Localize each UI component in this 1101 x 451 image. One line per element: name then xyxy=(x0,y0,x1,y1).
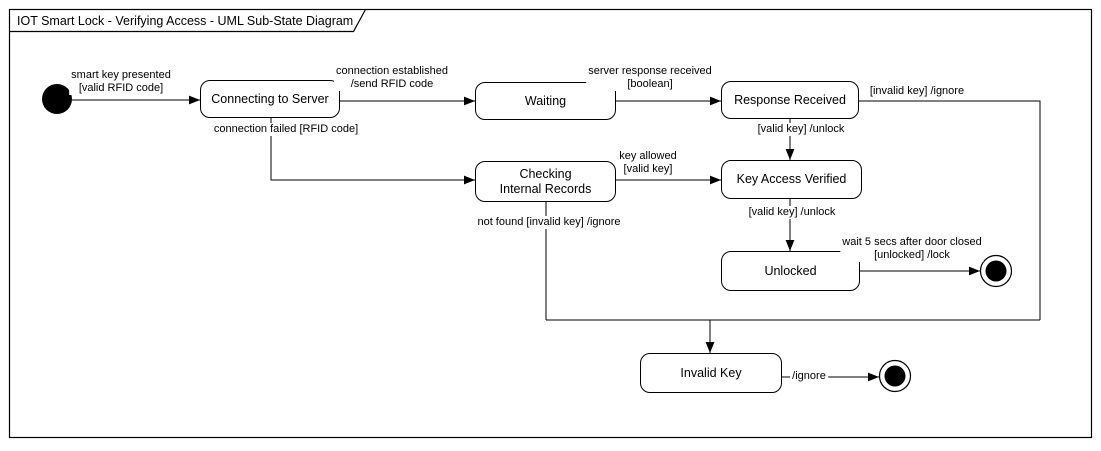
label-connection-established: connection established /send RFID code xyxy=(334,65,450,91)
final-state-icon-invalid-key[interactable] xyxy=(878,359,912,393)
label-key-allowed: key allowed [valid key] xyxy=(617,150,679,176)
state-response-received[interactable]: Response Received xyxy=(721,81,859,119)
label-smart-key-presented: smart key presented [valid RFID code] xyxy=(69,69,173,95)
state-label: Waiting xyxy=(524,93,567,108)
state-checking-internal-records[interactable]: Checking Internal Records xyxy=(475,161,616,202)
label-wait-5-secs: wait 5 secs after door closed [unlocked]… xyxy=(840,236,984,262)
final-state-icon-unlocked[interactable] xyxy=(979,254,1013,288)
state-label: Unlocked xyxy=(764,263,817,278)
diagram-frame xyxy=(8,8,1093,439)
initial-state-icon[interactable] xyxy=(42,84,72,114)
state-unlocked[interactable]: Unlocked xyxy=(721,251,860,291)
state-connecting-to-server[interactable]: Connecting to Server xyxy=(200,80,340,118)
label-server-response-received: server response received [boolean] xyxy=(586,65,714,91)
state-invalid-key[interactable]: Invalid Key xyxy=(640,353,782,393)
state-label: Response Received xyxy=(734,92,846,107)
label-connection-failed: connection failed [RFID code] xyxy=(211,123,361,136)
label-not-found-ignore: not found [invalid key] /ignore xyxy=(475,216,623,229)
state-label: Checking Internal Records xyxy=(499,166,592,196)
label-ignore: /ignore xyxy=(790,370,828,383)
state-label: Key Access Verified xyxy=(736,172,847,186)
state-label: Connecting to Server xyxy=(211,91,329,106)
label-invalid-key-ignore: [invalid key] /ignore xyxy=(867,85,967,98)
label-valid-key-unlock-2: [valid key] /unlock xyxy=(746,206,838,219)
diagram-title: IOT Smart Lock - Verifying Access - UML … xyxy=(17,14,354,28)
transition-connecting-to-checking xyxy=(270,118,475,185)
state-key-access-verified[interactable]: Key Access Verified xyxy=(721,160,862,199)
state-label: Invalid Key xyxy=(680,365,742,380)
label-valid-key-unlock-1: [valid key] /unlock xyxy=(755,123,847,136)
transition-response-to-invalid-key xyxy=(859,100,1041,320)
frame-title-tab xyxy=(9,9,367,33)
